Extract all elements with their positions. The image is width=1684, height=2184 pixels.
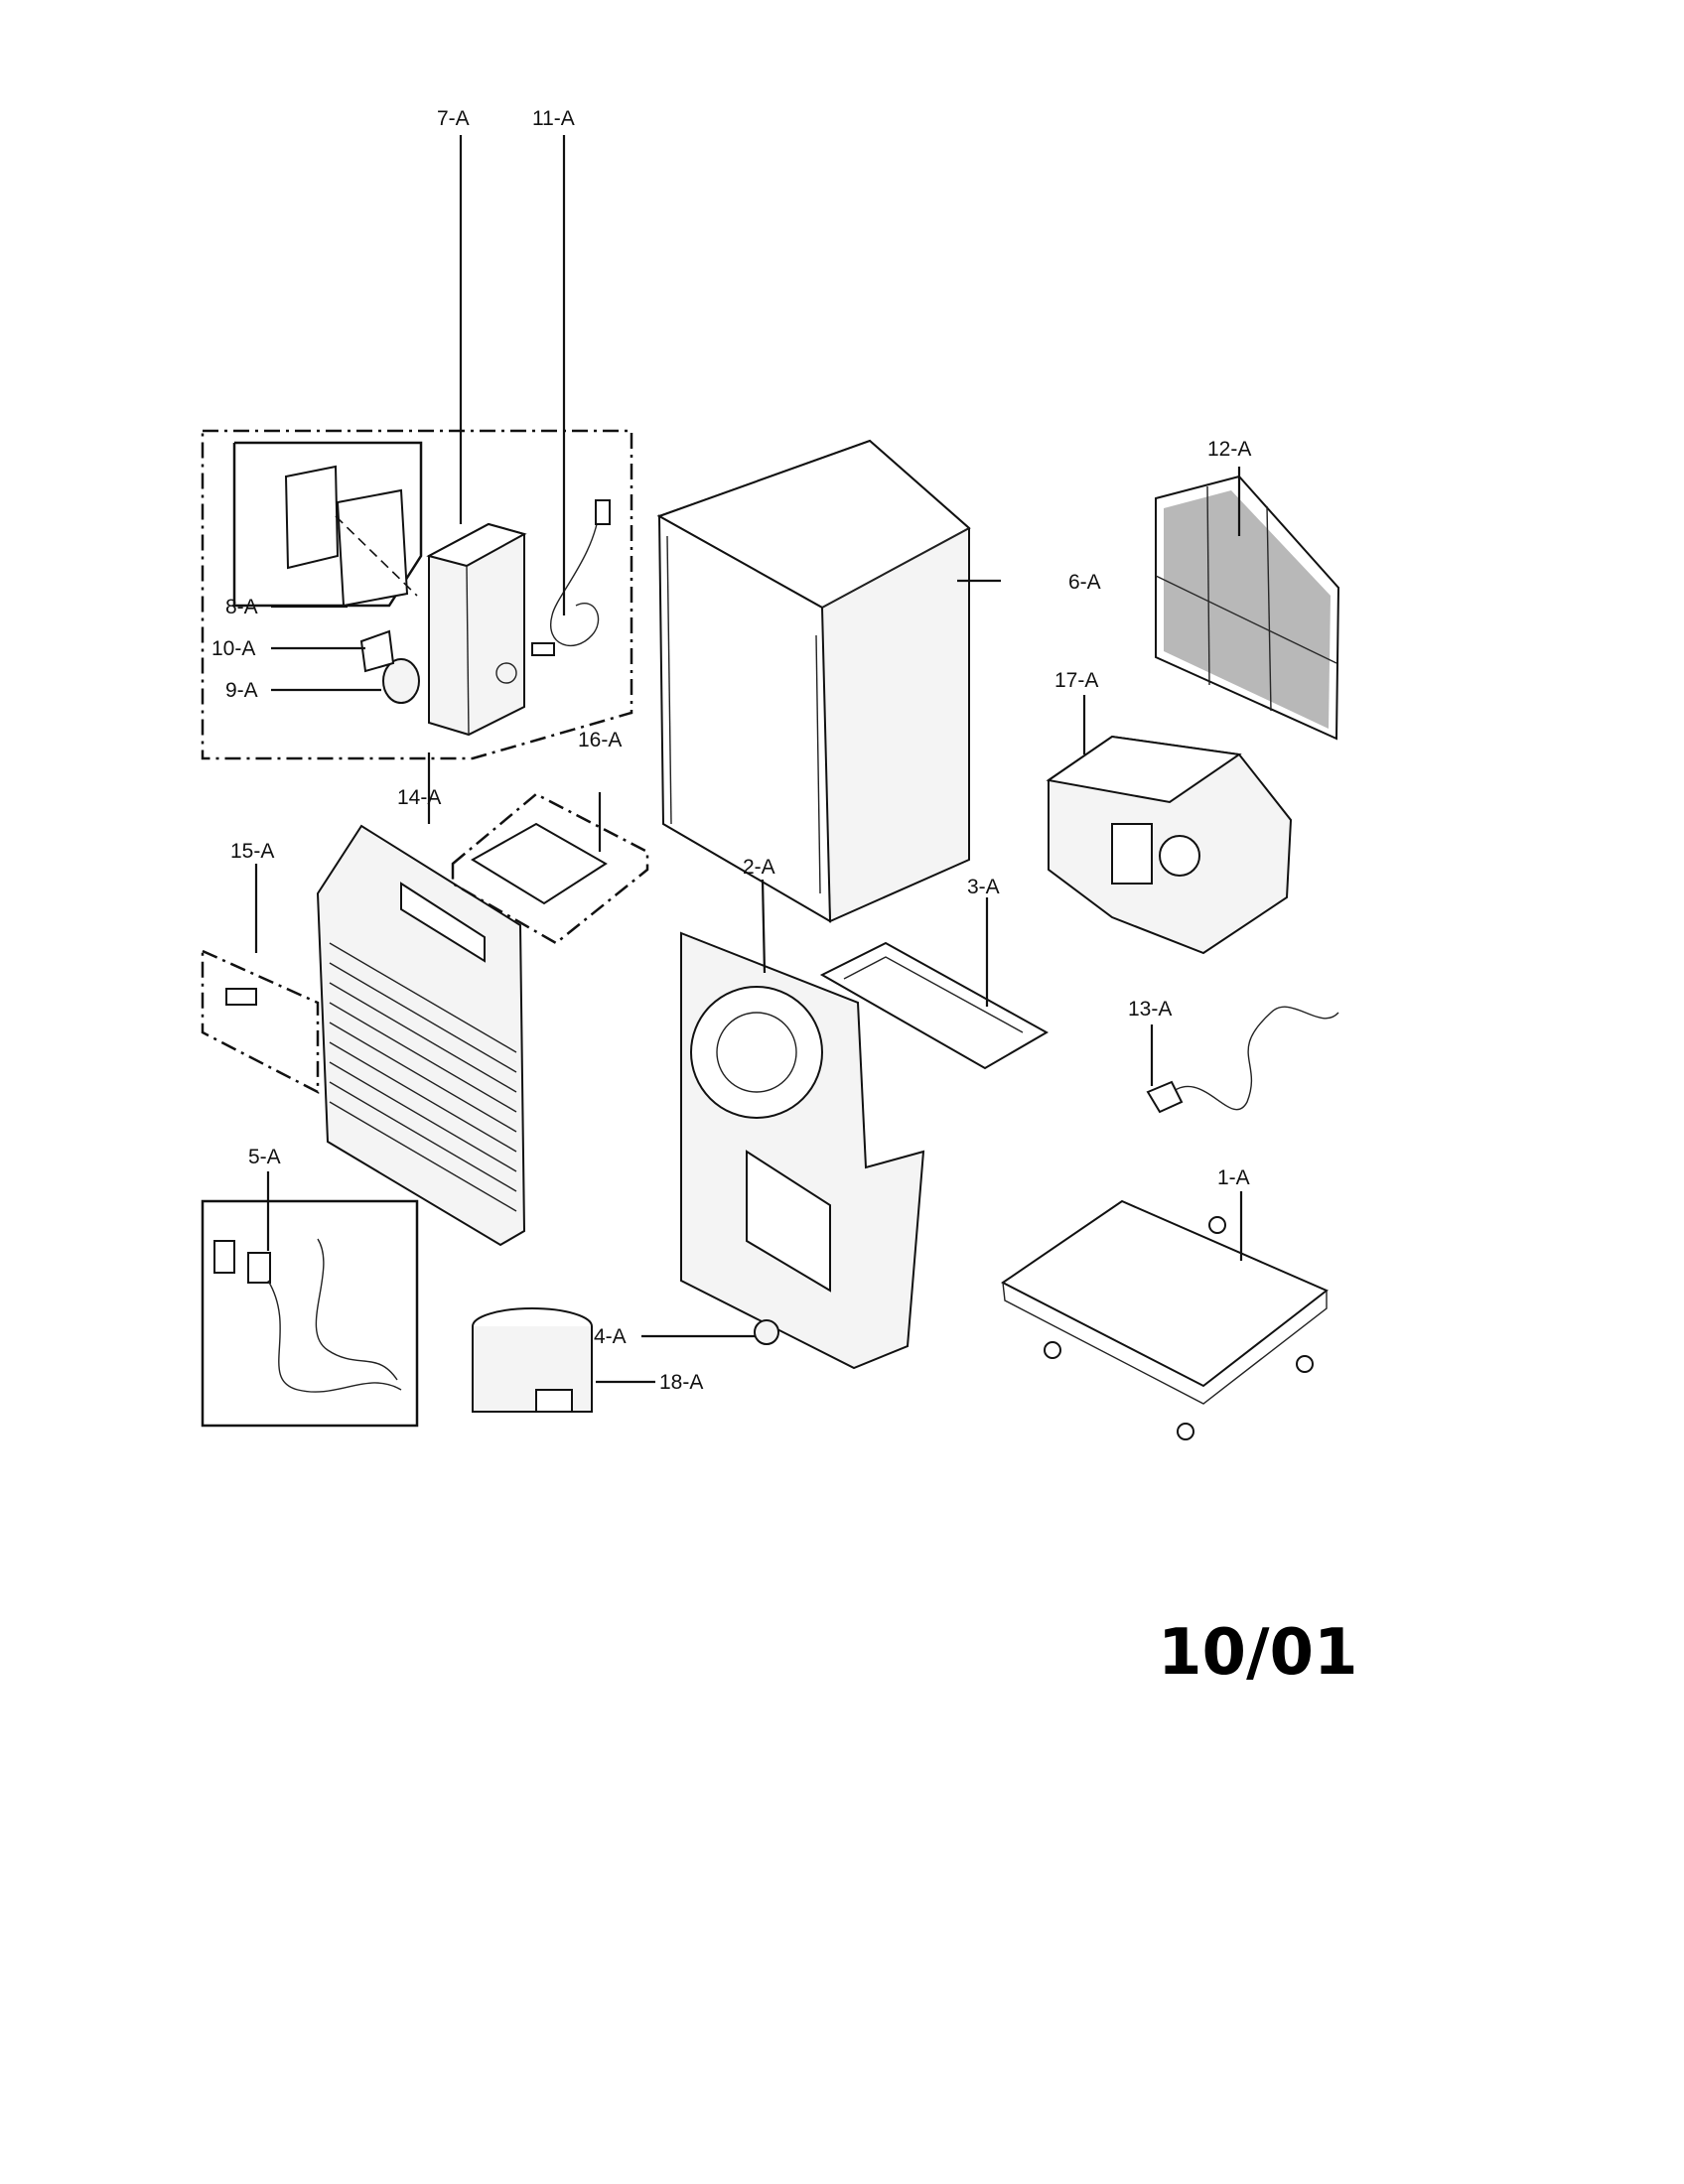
label-1-a: 1-A [1217,1166,1250,1189]
control-panel-inset [451,792,649,945]
power-cord-part [1146,1006,1339,1114]
label-3-a: 3-A [967,876,1000,898]
label-18-a: 18-A [659,1371,703,1394]
label-11-a: 11-A [532,107,575,130]
decal-panel-inset [201,949,320,1095]
label-6-a: 6-A [1068,571,1101,594]
label-15-a: 15-A [230,840,274,863]
label-9-a: 9-A [225,679,258,702]
date-code: 10/01 [1158,1616,1358,1690]
label-7-a: 7-A [437,107,470,130]
water-bucket-part [1046,735,1293,955]
label-8-a: 8-A [225,596,258,618]
label-14-a: 14-A [397,786,441,809]
label-10-a: 10-A [211,637,255,660]
base-part [1001,1199,1329,1440]
callout-labels: 7-A 11-A 8-A 10-A 9-A 6-A 12-A 17-A 14-A… [211,107,1251,1394]
label-4-a: 4-A [594,1325,627,1348]
label-16-a: 16-A [578,729,622,751]
drain-pan-part [819,941,1050,1070]
label-17-a: 17-A [1054,669,1098,692]
air-filter-part [1155,475,1340,741]
cabinet-part [656,439,971,923]
label-12-a: 12-A [1207,438,1251,461]
filter-holder-part [472,1307,593,1413]
leader-lines [254,135,1243,1384]
drain-knob-part [754,1319,779,1345]
label-13-a: 13-A [1128,998,1172,1021]
wire-harness-inset [201,1199,419,1428]
electrical-box-inset [201,429,633,760]
fan-assembly-part [680,931,925,1370]
front-grille-part [316,824,526,1247]
label-5-a: 5-A [248,1146,281,1168]
label-2-a: 2-A [743,856,775,879]
